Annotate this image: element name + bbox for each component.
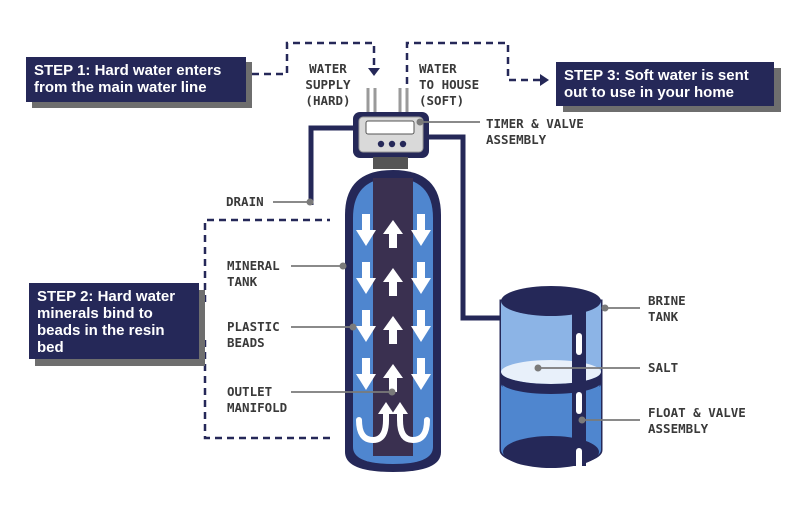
u-turn-arrow-icon — [397, 409, 430, 444]
plastic-beads-label: PLASTIC BEADS — [227, 319, 280, 350]
down-arrow-icon — [356, 310, 376, 342]
brine-line-pipe — [428, 134, 500, 321]
down-arrow-icon — [356, 262, 376, 294]
float-valve-label: FLOAT & VALVE ASSEMBLY — [648, 405, 746, 436]
arrow-right-icon — [540, 74, 549, 86]
down-arrow-icon — [411, 214, 431, 246]
mineral-tank-label: MINERAL TANK — [227, 258, 280, 289]
timer-button — [377, 140, 385, 148]
flow-arrows — [356, 214, 431, 392]
brine-tank — [499, 286, 603, 470]
drain-label: DRAIN — [226, 194, 264, 209]
step2-flow-line — [203, 218, 330, 440]
down-arrow-icon — [356, 214, 376, 246]
down-arrow-icon — [411, 262, 431, 294]
timer-display — [365, 120, 415, 135]
flow-dashed-lines — [203, 41, 540, 440]
down-arrow-icon — [411, 358, 431, 390]
supply-pipes — [366, 88, 409, 114]
u-turn-arrowhead-icon — [378, 402, 394, 414]
step3-flow-line — [405, 41, 540, 84]
leader-lines — [273, 121, 640, 421]
timer-button — [388, 140, 396, 148]
up-arrow-icon — [383, 220, 403, 248]
u-turn-arrow-icon — [356, 409, 389, 444]
up-arrow-icon — [383, 316, 403, 344]
brine-tank-label: BRINE TANK — [648, 293, 686, 324]
u-turn-arrowhead-icon — [392, 402, 408, 414]
up-arrow-icon — [383, 268, 403, 296]
timer-valve-head — [353, 112, 429, 169]
down-arrow-icon — [356, 358, 376, 390]
u-turn-arrows — [356, 409, 430, 444]
float-valve-rod — [572, 300, 586, 466]
step1-box: STEP 1: Hard water enters from the main … — [26, 57, 246, 102]
water-supply-label: WATER SUPPLY (HARD) — [305, 61, 351, 108]
step2-box: STEP 2: Hard water minerals bind to bead… — [29, 283, 199, 359]
step3-box: STEP 3: Soft water is sent out to use in… — [556, 62, 774, 106]
salt-label: SALT — [648, 360, 679, 375]
arrow-down-icon — [368, 68, 380, 76]
leader-dots — [306, 118, 609, 424]
step1-flow-line — [252, 41, 376, 76]
up-arrow-icon — [383, 364, 403, 392]
timer-button — [399, 140, 407, 148]
water-to-house-label: WATER TO HOUSE (SOFT) — [419, 61, 480, 108]
timer-valve-label: TIMER & VALVE ASSEMBLY — [486, 116, 584, 147]
outlet-manifold-label: OUTLET MANIFOLD — [227, 384, 288, 415]
pipes — [308, 125, 500, 321]
drain-pipe — [308, 125, 357, 205]
down-arrow-icon — [411, 310, 431, 342]
